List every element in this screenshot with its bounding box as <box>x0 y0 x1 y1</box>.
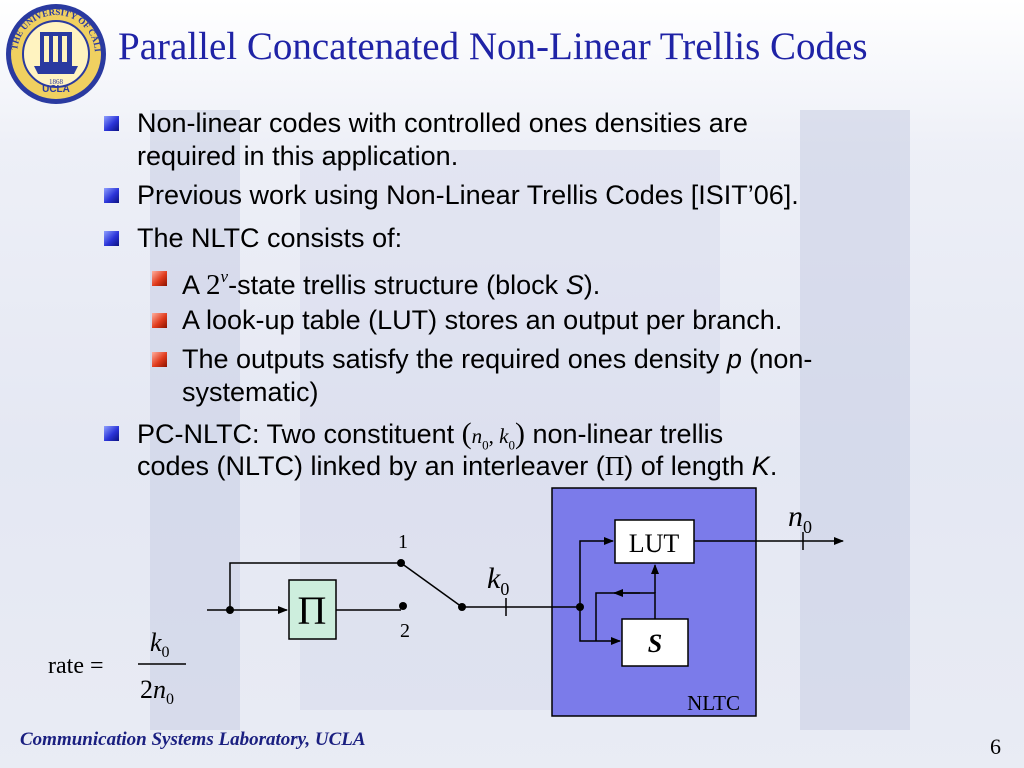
bullet-square-icon <box>104 231 119 246</box>
sub-bullet-square-icon <box>152 271 167 286</box>
bullet-square-icon <box>104 188 119 203</box>
rate-label: rate = <box>48 653 104 679</box>
switch-position-2-label: 2 <box>400 620 410 642</box>
slide-title: Parallel Concatenated Non-Linear Trellis… <box>118 25 868 68</box>
sub-bullet-2: A look-up table (LUT) stores an output p… <box>182 305 783 335</box>
svg-text:1868: 1868 <box>49 78 64 86</box>
bullet-square-icon <box>104 116 119 131</box>
switch-position-1-label: 1 <box>398 531 408 553</box>
switch-contact-2 <box>399 602 407 610</box>
bullet-3: The NLTC consists of: <box>137 223 403 253</box>
bullet-1-line-2: required in this application. <box>137 141 459 171</box>
page-number: 6 <box>990 734 1001 759</box>
bullet-4-line-1: PC-NLTC: Two constituent (n0, k0) non-li… <box>137 417 724 453</box>
input-symbol-k0: k0 <box>487 562 509 599</box>
lut-label: LUT <box>629 529 680 558</box>
sub-bullet-square-icon <box>152 352 167 367</box>
s-label: S <box>648 629 662 658</box>
interleaver-block <box>288 579 337 640</box>
bullet-4-line-2: codes (NLTC) linked by an interleaver (Π… <box>137 451 778 481</box>
sub-bullet-3-line-1: The outputs satisfy the required ones de… <box>182 344 813 374</box>
interleaver-label: Π <box>298 588 327 633</box>
rate-numerator: k0 <box>150 628 170 661</box>
bullet-2: Previous work using Non-Linear Trellis C… <box>137 180 799 210</box>
sub-bullet-3-line-2: systematic) <box>182 377 319 407</box>
ucla-seal-logo: THE UNIVERSITY OF CALIFORNIA UCLA 1868 <box>4 2 106 104</box>
footer-lab-name: Communication Systems Laboratory, UCLA <box>20 729 366 750</box>
lut-block <box>614 519 695 564</box>
rate-denominator: 2n0 <box>140 675 174 708</box>
output-symbol-n0: n0 <box>788 500 812 537</box>
bullet-square-icon <box>104 426 119 441</box>
sub-bullet-square-icon <box>152 313 167 328</box>
sub-bullet-1: A 2ν-state trellis structure (block S). <box>182 267 601 301</box>
switch-arm <box>400 562 463 608</box>
nltc-label: NLTC <box>687 691 740 715</box>
bullet-1-line-1: Non-linear codes with controlled ones de… <box>137 108 748 138</box>
svg-text:UCLA: UCLA <box>42 84 70 95</box>
